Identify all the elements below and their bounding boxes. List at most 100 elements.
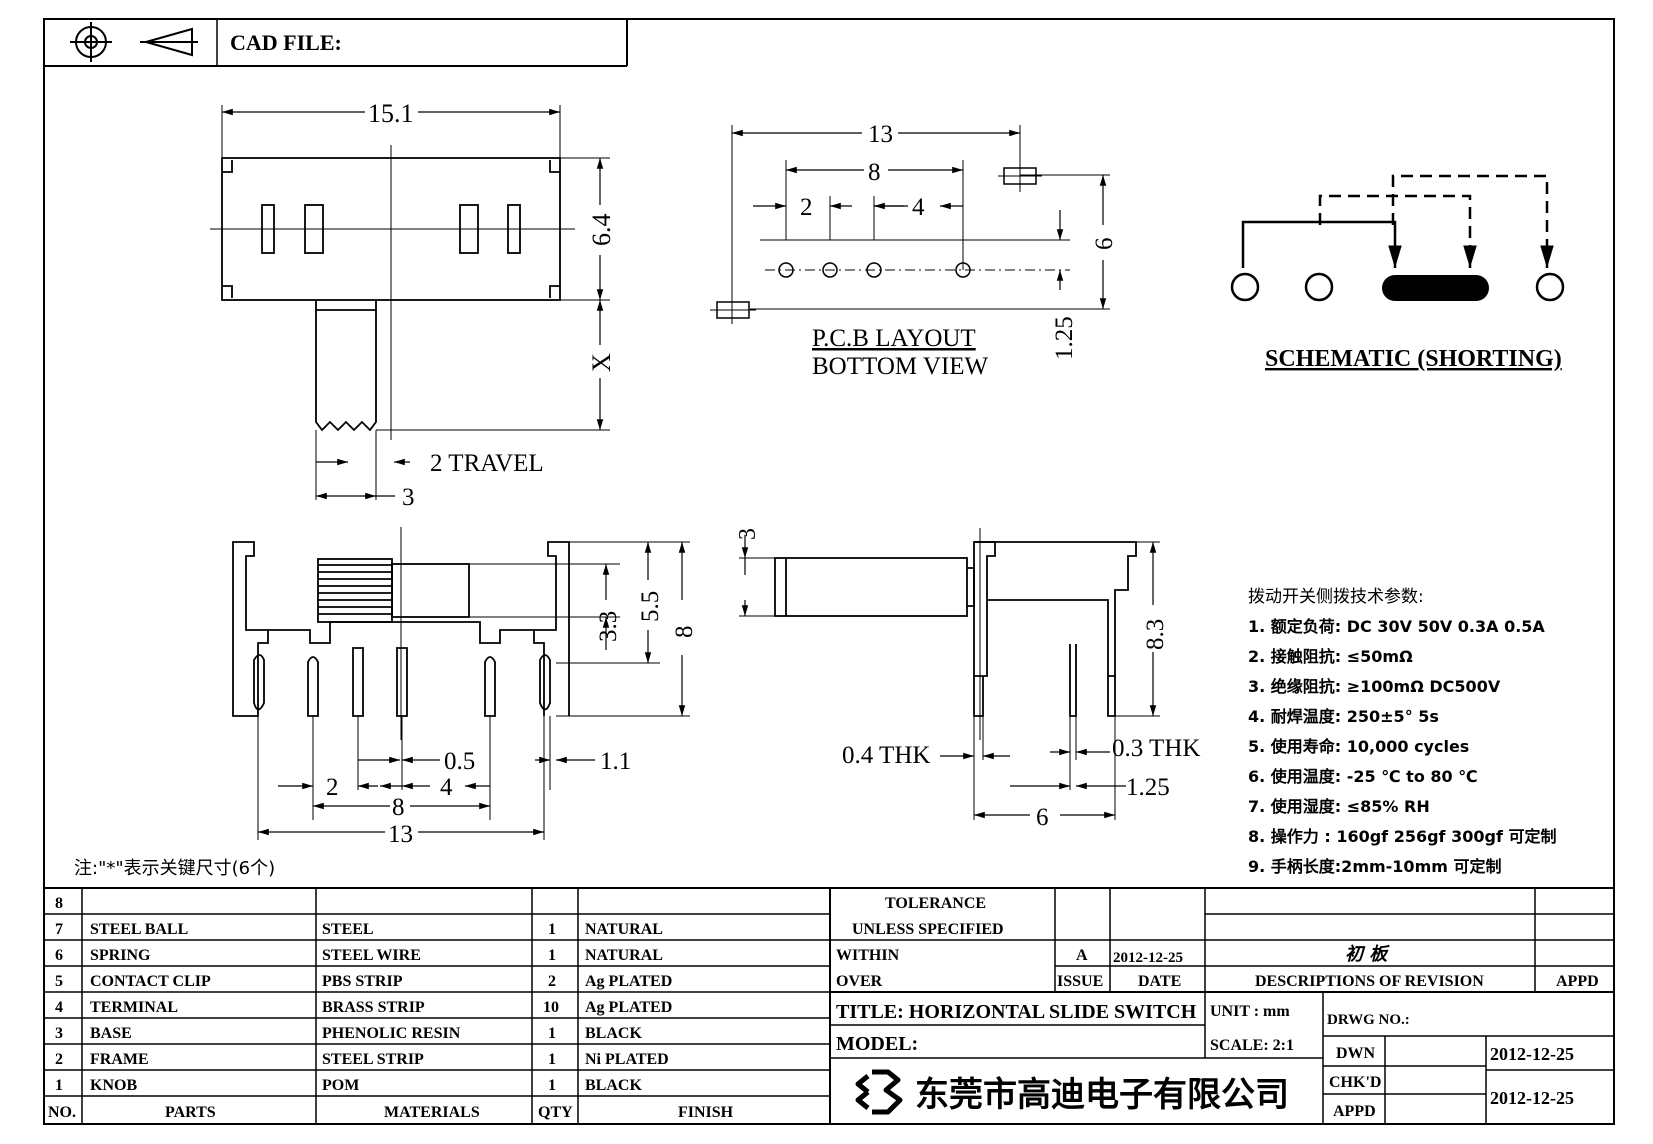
gaodi-logo-icon: [855, 1069, 903, 1115]
crosshair-circle-icon: [70, 22, 112, 62]
bom-parts: STEEL BALL: [90, 921, 188, 938]
spec-item: 6. 使用温度: -25 ℃ to 80 ℃: [1248, 767, 1478, 786]
front-dim-13: 13: [388, 821, 413, 848]
bom-finish: Ag PLATED: [585, 973, 672, 990]
bom-finish: NATURAL: [585, 921, 663, 938]
spec-item: 5. 使用寿命: 10,000 cycles: [1248, 737, 1469, 756]
bom-header-materials: MATERIALS: [384, 1104, 480, 1121]
within-label: WITHIN: [836, 947, 900, 964]
front-dim-0-5: 0.5: [444, 748, 475, 775]
scale-label: SCALE: 2:1: [1210, 1037, 1294, 1054]
bom-parts: TERMINAL: [90, 999, 178, 1016]
front-dim-5-5: 5.5: [637, 591, 664, 622]
bom-no: 4: [55, 999, 63, 1016]
dim-x: X: [587, 353, 616, 372]
top-view-dimensions: [222, 108, 604, 500]
bom-no: 6: [55, 947, 63, 964]
dwn-date: 2012-12-25: [1490, 1044, 1574, 1064]
side-dim-6: 6: [1036, 804, 1049, 831]
dim-travel: 2 TRAVEL: [430, 450, 544, 477]
specs-block: 拨动开关侧拨技术参数: 1. 额定负荷: DC 30V 50V 0.3A 0.5…: [1248, 587, 1556, 876]
cad-file-label: CAD FILE:: [230, 30, 342, 55]
front-dim-2: 2: [326, 774, 339, 801]
unless-specified-label: UNLESS SPECIFIED: [852, 921, 1004, 938]
bom-qty: 10: [543, 999, 559, 1016]
bom-qty: 2: [548, 973, 556, 990]
dim-6-4: 6.4: [587, 214, 616, 247]
chkd-label: CHK'D: [1329, 1074, 1381, 1091]
bom-table: 8 7 STEEL BALL STEEL 1 NATURAL 6 SPRING …: [48, 895, 734, 1121]
drawing-title: TITLE: HORIZONTAL SLIDE SWITCH: [836, 1001, 1197, 1023]
bom-material: PHENOLIC RESIN: [322, 1025, 461, 1042]
front-dim-3-3: 3.3: [595, 611, 622, 642]
bom-material: STEEL WIRE: [322, 947, 421, 964]
bom-qty: 1: [548, 921, 556, 938]
side-dim-1-25: 1.25: [1126, 774, 1170, 801]
bom-qty: 1: [548, 1025, 556, 1042]
bom-qty: 1: [548, 947, 556, 964]
descriptions-of-revision-label: DESCRIPTIONS OF REVISION: [1255, 973, 1484, 990]
bom-material: BRASS STRIP: [322, 999, 425, 1016]
bom-finish: Ni PLATED: [585, 1051, 669, 1068]
bom-no: 3: [55, 1025, 63, 1042]
bom-finish: BLACK: [585, 1077, 642, 1094]
appd-label: APPD: [1556, 973, 1599, 990]
bom-material: PBS STRIP: [322, 973, 403, 990]
bom-header-parts: PARTS: [165, 1104, 216, 1121]
bom-no: 2: [55, 1051, 63, 1068]
bom-header-qty: QTY: [538, 1104, 573, 1121]
tolerance-label: TOLERANCE: [885, 895, 986, 912]
spec-item: 8. 操作力 : 160gf 256gf 300gf 可定制: [1248, 827, 1556, 846]
date-label: DATE: [1138, 973, 1181, 990]
title-block: TOLERANCE UNLESS SPECIFIED WITHIN OVER A…: [836, 895, 1599, 1120]
bom-parts: KNOB: [90, 1077, 137, 1094]
front-view: [232, 527, 690, 840]
specs-title: 拨动开关侧拨技术参数:: [1248, 587, 1424, 607]
front-view-dimensions: [258, 542, 686, 836]
dim-knob-3: 3: [402, 484, 415, 511]
side-dim-3: 3: [735, 528, 761, 540]
side-thk-0-4: 0.4 THK: [842, 742, 930, 769]
bom-no: 5: [55, 973, 63, 990]
side-view: [739, 528, 1160, 820]
dwn-label: DWN: [1336, 1045, 1376, 1062]
issue-label: ISSUE: [1057, 973, 1103, 990]
spec-item: 9. 手柄长度:2mm-10mm 可定制: [1248, 857, 1501, 876]
bom-finish: BLACK: [585, 1025, 642, 1042]
schematic-title: SCHEMATIC (SHORTING): [1265, 346, 1562, 372]
front-dim-1-1: 1.1: [600, 748, 631, 775]
bom-material: STEEL STRIP: [322, 1051, 424, 1068]
pcb-dim-4: 4: [912, 194, 925, 221]
schematic-shorting-bar: [1382, 275, 1489, 301]
bom-parts: SPRING: [90, 947, 151, 964]
bom-header-finish: FINISH: [678, 1104, 734, 1121]
appd-label-2: APPD: [1333, 1103, 1376, 1120]
pcb-dimensions: [732, 129, 1107, 309]
key-dimension-note: 注:"*"表示关键尺寸(6个): [74, 858, 275, 879]
bom-no: 7: [55, 921, 63, 938]
front-dim-4: 4: [440, 774, 453, 801]
bom-table-grid: [44, 887, 1614, 1124]
front-dim-8b: 8: [392, 794, 405, 821]
side-view-dimensions: [741, 535, 1157, 819]
bom-finish: Ag PLATED: [585, 999, 672, 1016]
revision-text: 初 板: [1345, 944, 1390, 965]
spec-item: 3. 绝缘阻抗: ≥100mΩ DC500V: [1248, 677, 1501, 696]
spec-item: 7. 使用湿度: ≤85% RH: [1248, 797, 1430, 816]
spec-item: 1. 额定负荷: DC 30V 50V 0.3A 0.5A: [1248, 617, 1545, 636]
bom-qty: 1: [548, 1077, 556, 1094]
title-block-grid: [830, 888, 1614, 1124]
front-dim-8: 8: [671, 626, 698, 639]
pcb-dim-2: 2: [800, 194, 813, 221]
pcb-dim-6: 6: [1091, 238, 1118, 251]
pcb-title-line2: BOTTOM VIEW: [812, 353, 989, 380]
bom-parts: BASE: [90, 1025, 132, 1042]
pcb-dim-8: 8: [868, 159, 881, 186]
pcb-dim-13: 13: [868, 121, 893, 148]
top-view: [210, 105, 610, 500]
pcb-dim-1-25: 1.25: [1051, 316, 1078, 360]
company-name: 东莞市高迪电子有限公司: [915, 1075, 1289, 1115]
bom-parts: FRAME: [90, 1051, 149, 1068]
issue-date: 2012-12-25: [1113, 950, 1183, 966]
pcb-title-line1: P.C.B LAYOUT: [812, 325, 976, 352]
